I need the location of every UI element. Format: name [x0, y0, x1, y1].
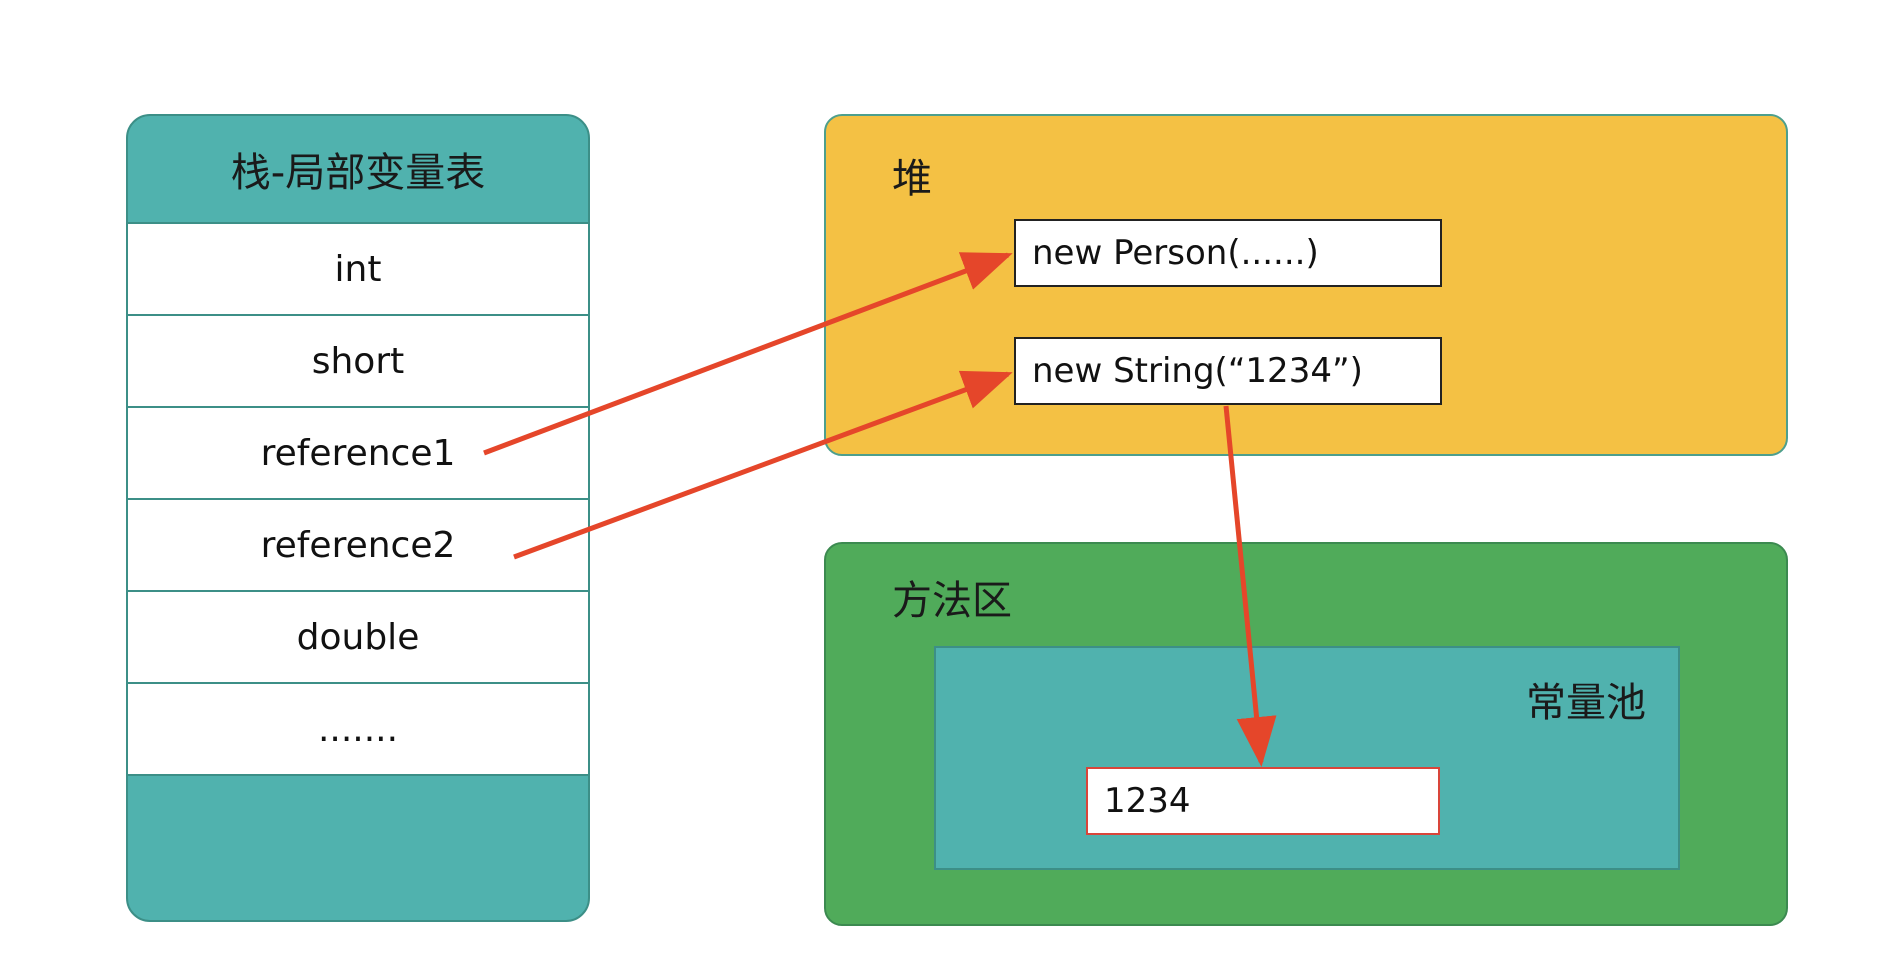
- method-area-title: 方法区: [892, 578, 1012, 624]
- heap-title: 堆: [892, 156, 932, 202]
- stack-row-ellipsis: .......: [128, 682, 588, 776]
- heap-object-string: new String(“1234”): [1014, 337, 1442, 405]
- stack-row-reference1: reference1: [128, 406, 588, 498]
- stack-title: 栈-局部变量表: [230, 150, 486, 196]
- constant-pool-title: 常量池: [1526, 680, 1646, 726]
- stack-local-variable-table: 栈-局部变量表 int short reference1 reference2 …: [126, 114, 590, 922]
- stack-row-int: int: [128, 222, 588, 314]
- heap-object-person: new Person(......): [1014, 219, 1442, 287]
- stack-row-reference2: reference2: [128, 498, 588, 590]
- constant-pool-value: 1234: [1086, 767, 1440, 835]
- stack-row-double: double: [128, 590, 588, 682]
- stack-row-short: short: [128, 314, 588, 406]
- constant-pool: 常量池: [934, 646, 1680, 870]
